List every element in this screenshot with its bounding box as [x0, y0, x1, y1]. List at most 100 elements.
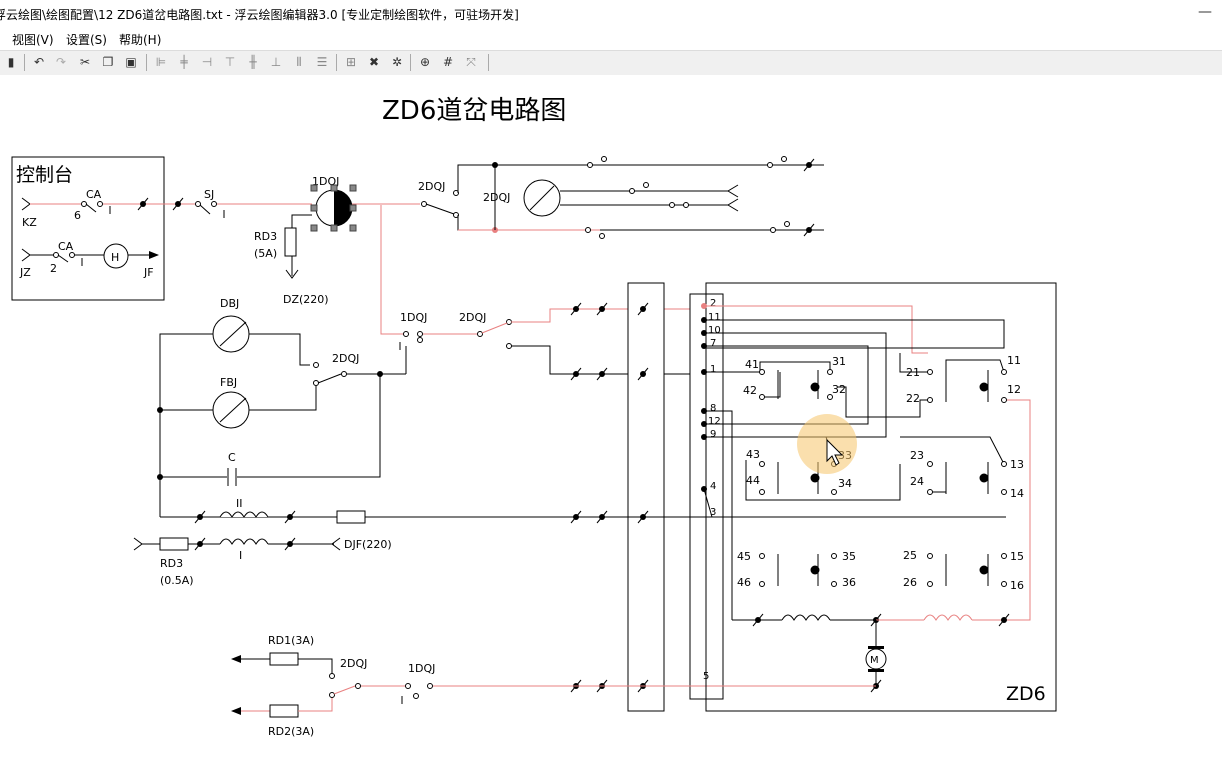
toolbar: ▮ ↶ ↷ ✂ ❐ ▣ ⊫ ╪ ⊣ ⊤ ╫ ⊥ ⦀ ☰ ⊞ ✖ ✲ ⊕ # ⤧: [0, 50, 1222, 76]
align-bottom-icon[interactable]: ⊥: [270, 55, 282, 69]
indicator-section: DBJ FBJ C 2DQJ 1DQJ 2DQJ: [157, 205, 712, 517]
fuse-rd2: [269, 704, 299, 718]
resistor: [336, 510, 366, 524]
mouse-cursor-icon: [826, 438, 844, 466]
label-c: C: [228, 451, 236, 464]
align-right-icon[interactable]: ⊣: [201, 55, 213, 69]
sj-contact: [195, 201, 201, 207]
distribute-v-icon[interactable]: ☰: [316, 55, 328, 69]
label-rd3-top: RD3: [254, 230, 277, 243]
align-left-icon[interactable]: ⊫: [155, 55, 167, 69]
contact-44: 44: [746, 474, 760, 487]
terminal-box-left: [627, 282, 724, 712]
label-2dqj-bottom: 2DQJ: [340, 657, 367, 670]
circuit-diagram[interactable]: ZD6道岔电路图 控制台 CA 6 KZ CA 2 JZ JF H: [0, 75, 1222, 764]
cut-icon[interactable]: ✂: [79, 55, 91, 69]
undo-icon[interactable]: ↶: [33, 55, 45, 69]
contact-labels: 41 31 42 32 21 11 22 12 43 33 23 13 44 3…: [737, 354, 1024, 592]
label-coil-1: I: [239, 549, 242, 562]
coil-ii: [219, 511, 269, 518]
gear-icon[interactable]: ✲: [391, 55, 403, 69]
terminal-2: 2: [710, 298, 716, 309]
bottom-supply: RD1(3A) RD2(3A) 2DQJ 1DQJ: [231, 634, 712, 738]
relay-dbj: [212, 315, 250, 353]
menu-bar: 视图(V) 设置(S) 帮助(H): [0, 28, 1222, 50]
terminal-3: 3: [710, 507, 716, 518]
contact-43: 43: [746, 448, 760, 461]
copy-icon[interactable]: ❐: [102, 55, 114, 69]
label-2dqj-mid: 2DQJ: [332, 352, 359, 365]
terminal-10: 10: [708, 325, 721, 336]
label-fbj: FBJ: [220, 376, 237, 389]
label-coil-2: II: [236, 497, 243, 510]
redo-icon[interactable]: ↷: [55, 55, 67, 69]
label-ca1: CA: [86, 188, 102, 201]
motor-winding-1: [781, 614, 831, 621]
menu-view[interactable]: 视图(V): [12, 33, 54, 47]
contact-points: [759, 369, 1007, 587]
menu-help[interactable]: 帮助(H): [119, 33, 162, 47]
align-top-icon[interactable]: ⊤: [224, 55, 236, 69]
label-sj: SJ: [204, 188, 214, 201]
top-supply-row: SJ 1DQJ RD3 (5A) DZ(220) 2DQJ: [137, 156, 824, 306]
jz-terminal: [21, 248, 31, 262]
group-icon[interactable]: ⊞: [345, 55, 357, 69]
sj-contact: [211, 201, 217, 207]
label-ca2-num: 2: [50, 262, 57, 275]
toolbar-separator: [24, 54, 25, 71]
grid-icon[interactable]: #: [442, 55, 454, 69]
minimize-button[interactable]: —: [1198, 4, 1212, 20]
align-center-icon[interactable]: ╪: [180, 55, 188, 69]
fuse-rd3-top: [284, 227, 297, 257]
terminal-5: 5: [703, 671, 709, 682]
label-kz: KZ: [22, 216, 37, 229]
contact-31: 31: [832, 355, 846, 368]
console-panel: 控制台 CA 6 KZ CA 2 JZ JF H: [11, 156, 178, 301]
motor-winding-2: [923, 614, 973, 621]
label-dz: DZ(220): [283, 293, 329, 306]
label-rd3-top-rating: (5A): [254, 247, 277, 260]
zoom-icon[interactable]: ⊕: [419, 55, 431, 69]
fuse-rd3-bottom: [159, 537, 189, 551]
contact-22: 22: [906, 392, 920, 405]
label-1dqj-bottom: 1DQJ: [408, 662, 435, 675]
ca1-contact: [97, 201, 103, 207]
contact-34: 34: [838, 477, 852, 490]
fit-icon[interactable]: ⤧: [466, 55, 476, 69]
contact-14: 14: [1010, 487, 1024, 500]
tools-icon[interactable]: ✖: [368, 55, 380, 69]
diagram-title: ZD6道岔电路图: [382, 96, 566, 126]
contact-45: 45: [737, 550, 751, 563]
contact-41: 41: [745, 358, 759, 371]
cable-splices: [570, 302, 649, 693]
label-jf: JF: [143, 266, 154, 279]
drawing-canvas[interactable]: ZD6道岔电路图 控制台 CA 6 KZ CA 2 JZ JF H: [0, 75, 1222, 764]
contact-12: 12: [1007, 383, 1021, 396]
label-1dqj-mid: 1DQJ: [400, 311, 427, 324]
contact-42: 42: [743, 384, 757, 397]
menu-settings[interactable]: 设置(S): [66, 33, 107, 47]
indicator-lamp-h: [103, 243, 129, 269]
label-ca2: CA: [58, 240, 74, 253]
selection-handles[interactable]: [310, 184, 357, 232]
zd6-switch-machine: M ZD6 2 11 10 7 1 8 12 9 4 3 5: [701, 282, 1057, 712]
contact-32: 32: [832, 383, 846, 396]
label-2dqj-top: 2DQJ: [418, 180, 445, 193]
paste-icon[interactable]: ▣: [125, 55, 137, 69]
contact-35: 35: [842, 550, 856, 563]
pin-icon[interactable]: ▮: [7, 55, 15, 69]
terminal-9: 9: [710, 429, 716, 440]
contact-brackets: [777, 370, 989, 586]
terminal-7: 7: [710, 338, 716, 349]
label-dbj: DBJ: [220, 297, 239, 310]
terminal-1: 1: [710, 364, 716, 375]
console-title: 控制台: [16, 164, 73, 186]
label-h: H: [111, 251, 119, 264]
label-jz: JZ: [19, 266, 31, 279]
label-2dqj-lamp: 2DQJ: [483, 191, 510, 204]
align-middle-icon[interactable]: ╫: [249, 55, 257, 69]
label-rd1: RD1(3A): [268, 634, 314, 647]
distribute-h-icon[interactable]: ⦀: [296, 55, 302, 69]
contact-13: 13: [1010, 458, 1024, 471]
label-ca1-num: 6: [74, 209, 81, 222]
